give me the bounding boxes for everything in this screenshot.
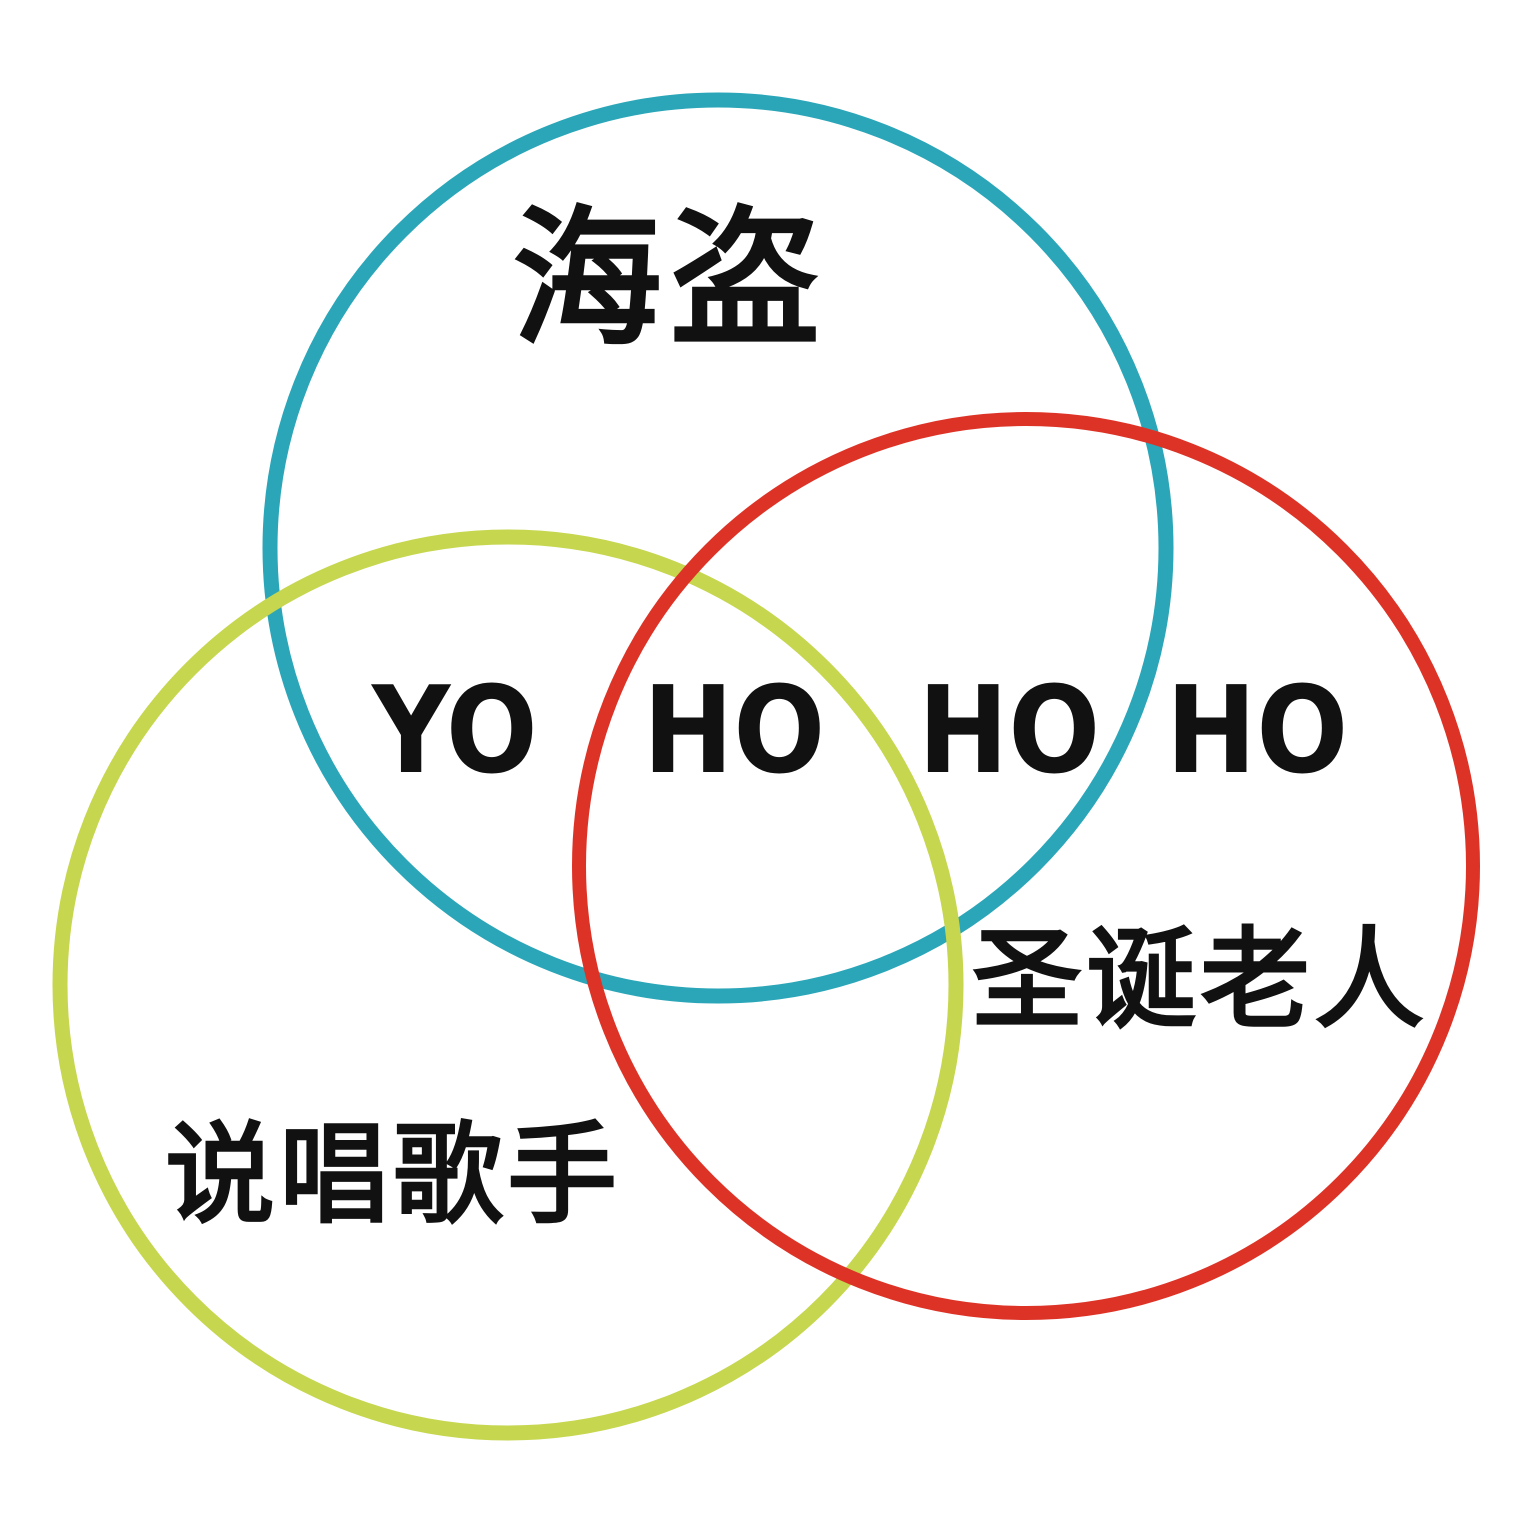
- rappers-label: 说唱歌手: [165, 1111, 621, 1239]
- yo-label: YO: [372, 662, 538, 801]
- santa-label: 圣诞老人: [972, 916, 1428, 1044]
- pirates-circle: [262, 92, 1174, 1004]
- santa-circle: [572, 412, 1480, 1320]
- ho-label-2: HO: [918, 662, 1101, 801]
- ho-label-1: HO: [643, 662, 826, 801]
- rappers-circle: [52, 529, 964, 1441]
- pirates-label: 海盗: [512, 193, 829, 367]
- ho-label-3: HO: [1166, 662, 1349, 801]
